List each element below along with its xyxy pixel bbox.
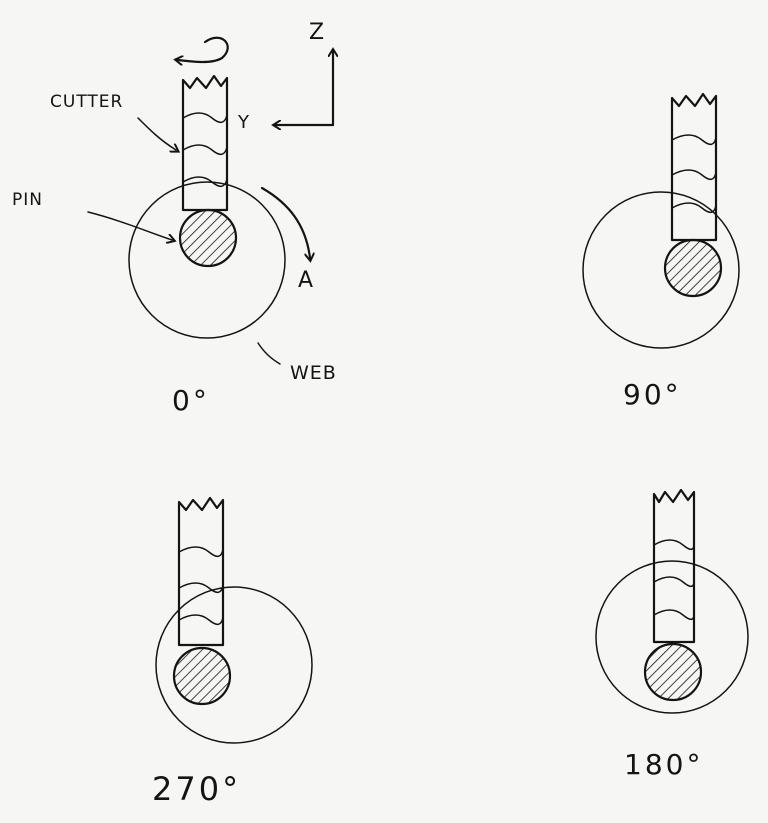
y-axis-label: Y bbox=[238, 112, 250, 133]
cutter bbox=[177, 496, 225, 647]
angle-label-180: 180° bbox=[624, 748, 704, 781]
a-axis-label: A bbox=[298, 268, 315, 293]
web-label: WEB bbox=[290, 362, 337, 384]
view-90-deg bbox=[582, 92, 740, 349]
pin bbox=[178, 208, 238, 268]
pin bbox=[663, 238, 723, 298]
pin bbox=[643, 642, 703, 702]
web-circle bbox=[128, 181, 286, 339]
angle-label-0: 0° bbox=[172, 384, 210, 417]
view-0-deg bbox=[87, 36, 333, 365]
web-leader bbox=[257, 342, 281, 365]
z-axis-label: Z bbox=[309, 20, 326, 45]
angle-label-270: 270° bbox=[152, 770, 242, 808]
web-circle bbox=[582, 191, 740, 349]
view-180-deg bbox=[595, 488, 749, 714]
cutter bbox=[670, 92, 718, 242]
pin-label: PIN bbox=[12, 190, 43, 210]
spindle-rotation-arrow bbox=[178, 36, 229, 62]
cutter bbox=[181, 74, 229, 212]
cutter-leader bbox=[137, 117, 176, 150]
web-circle bbox=[595, 560, 749, 714]
cutter-label: CUTTER bbox=[50, 92, 124, 112]
web-circle bbox=[155, 586, 313, 744]
view-270-deg bbox=[155, 496, 313, 744]
pin-leader bbox=[87, 211, 172, 240]
pin bbox=[172, 646, 232, 706]
a-axis-rotation-arrow bbox=[260, 186, 310, 258]
cutter bbox=[652, 488, 696, 644]
angle-label-90: 90° bbox=[623, 378, 682, 411]
